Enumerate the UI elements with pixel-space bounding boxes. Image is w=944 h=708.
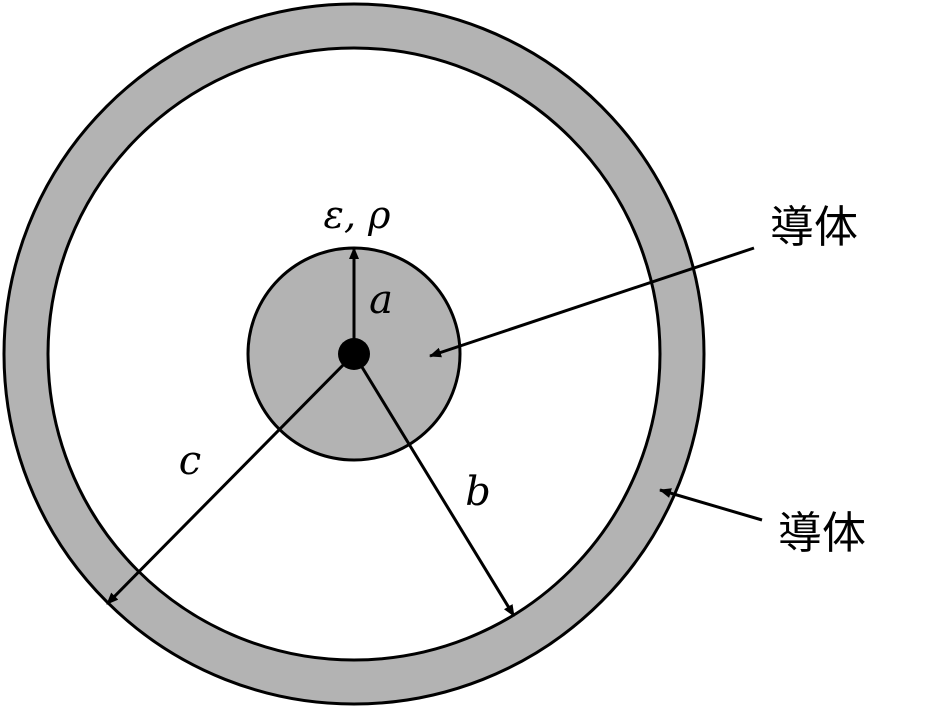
- outer-conductor-pointer-arrow: [659, 488, 763, 522]
- medium-label: ε, ρ: [324, 193, 392, 237]
- radius-a-label: a: [369, 277, 393, 323]
- inner-conductor-pointer-arrow: [429, 246, 755, 358]
- outer-conductor-label: 導体: [778, 508, 866, 559]
- radius-b-label: b: [465, 469, 491, 515]
- center-point: [338, 338, 370, 370]
- radius-c-arrow: [105, 352, 356, 606]
- inner-conductor-label: 導体: [770, 202, 858, 253]
- radius-b-arrow: [352, 353, 516, 617]
- radius-c-label: c: [179, 438, 201, 484]
